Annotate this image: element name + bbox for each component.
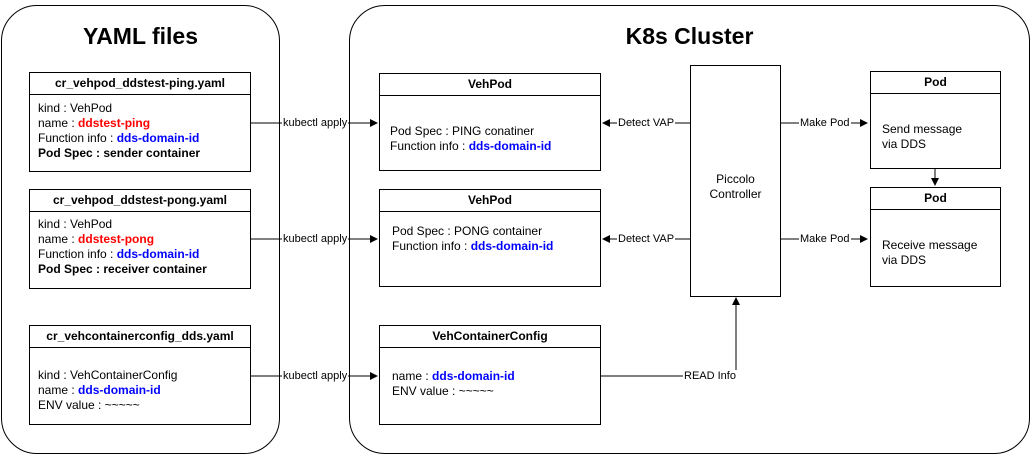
name-label: name :	[38, 116, 79, 130]
pod-desc-line2: via DDS	[882, 253, 927, 267]
vehcontainerconfig-title: VehContainerConfig	[380, 326, 600, 348]
yaml-file-title: cr_vehpod_ddstest-ping.yaml	[30, 73, 250, 95]
function-info-label: Function info :	[38, 247, 117, 261]
yaml-file-title: cr_vehcontainerconfig_dds.yaml	[30, 326, 250, 348]
kind-value: VehPod	[70, 217, 113, 231]
vehpod-pong: VehPod Pod Spec : PONG container Functio…	[379, 189, 601, 287]
function-info-label: Function info :	[390, 139, 469, 153]
kind-label: kind :	[38, 217, 71, 231]
yaml-file-config: cr_vehcontainerconfig_dds.yaml kind : Ve…	[29, 325, 251, 425]
edge-label-kubectl-apply-ping: kubectl apply	[282, 117, 349, 129]
name-value: ddstest-pong	[78, 232, 155, 246]
vehpod-title: VehPod	[380, 190, 600, 212]
env-value-text: ENV value : ~~~~~	[38, 398, 140, 412]
kind-label: kind :	[38, 101, 71, 115]
pod-spec-text: Pod Spec : sender container	[38, 146, 201, 160]
pod-receive: Pod Receive message via DDS	[870, 187, 1001, 287]
yaml-file-ping: cr_vehpod_ddstest-ping.yaml kind : VehPo…	[29, 72, 251, 172]
k8s-cluster-title: K8s Cluster	[625, 23, 754, 49]
pod-desc-line1: Send message	[882, 122, 963, 136]
vehcontainerconfig: VehContainerConfig name : dds-domain-id …	[379, 325, 601, 425]
function-info-value: dds-domain-id	[470, 239, 554, 253]
yaml-file-pong: cr_vehpod_ddstest-pong.yaml kind : VehPo…	[29, 189, 251, 289]
yaml-files-title: YAML files	[82, 23, 199, 49]
pod-spec-text: Pod Spec : PING conatiner	[390, 124, 535, 138]
function-info-value: dds-domain-id	[116, 131, 200, 145]
read-info-arrow	[601, 297, 740, 377]
edge-label-make-pod-send: Make Pod	[799, 117, 851, 129]
name-value: dds-domain-id	[78, 383, 161, 397]
edge-label-detect-vap-ping: Detect VAP	[617, 117, 676, 129]
pod-desc-line1: Receive message	[882, 238, 978, 252]
edge-label-read-info: READ Info	[683, 370, 737, 382]
edge-label-make-pod-receive: Make Pod	[799, 233, 851, 245]
pod-title: Pod	[871, 72, 1000, 94]
controller-label-line2: Controller	[709, 187, 762, 201]
function-info-value: dds-domain-id	[116, 247, 200, 261]
function-info-value: dds-domain-id	[468, 139, 552, 153]
name-label: name :	[38, 383, 79, 397]
piccolo-controller: Piccolo Controller	[690, 65, 781, 297]
kind-label: kind :	[38, 368, 71, 382]
pod-desc-line2: via DDS	[882, 137, 927, 151]
kind-value: VehContainerConfig	[70, 368, 178, 382]
name-label: name :	[392, 369, 433, 383]
function-info-label: Function info :	[392, 239, 471, 253]
pod-spec-text: Pod Spec : receiver container	[38, 262, 207, 276]
name-value: ddstest-ping	[78, 116, 151, 130]
name-label: name :	[38, 232, 79, 246]
yaml-file-title: cr_vehpod_ddstest-pong.yaml	[30, 190, 250, 212]
function-info-label: Function info :	[38, 131, 117, 145]
env-value-text: ENV value : ~~~~~	[392, 384, 494, 398]
vehpod-title: VehPod	[380, 74, 600, 96]
edge-label-kubectl-apply-config: kubectl apply	[282, 370, 349, 382]
vehpod-ping: VehPod Pod Spec : PING conatiner Functio…	[379, 73, 601, 171]
edge-label-kubectl-apply-pong: kubectl apply	[282, 233, 349, 245]
name-value: dds-domain-id	[432, 369, 515, 383]
kind-value: VehPod	[70, 101, 113, 115]
controller-label-line1: Piccolo	[716, 172, 755, 186]
pod-title: Pod	[871, 188, 1000, 210]
pod-spec-text: Pod Spec : PONG container	[392, 224, 543, 238]
edge-label-detect-vap-pong: Detect VAP	[617, 233, 676, 245]
pod-send: Pod Send message via DDS	[870, 71, 1001, 169]
